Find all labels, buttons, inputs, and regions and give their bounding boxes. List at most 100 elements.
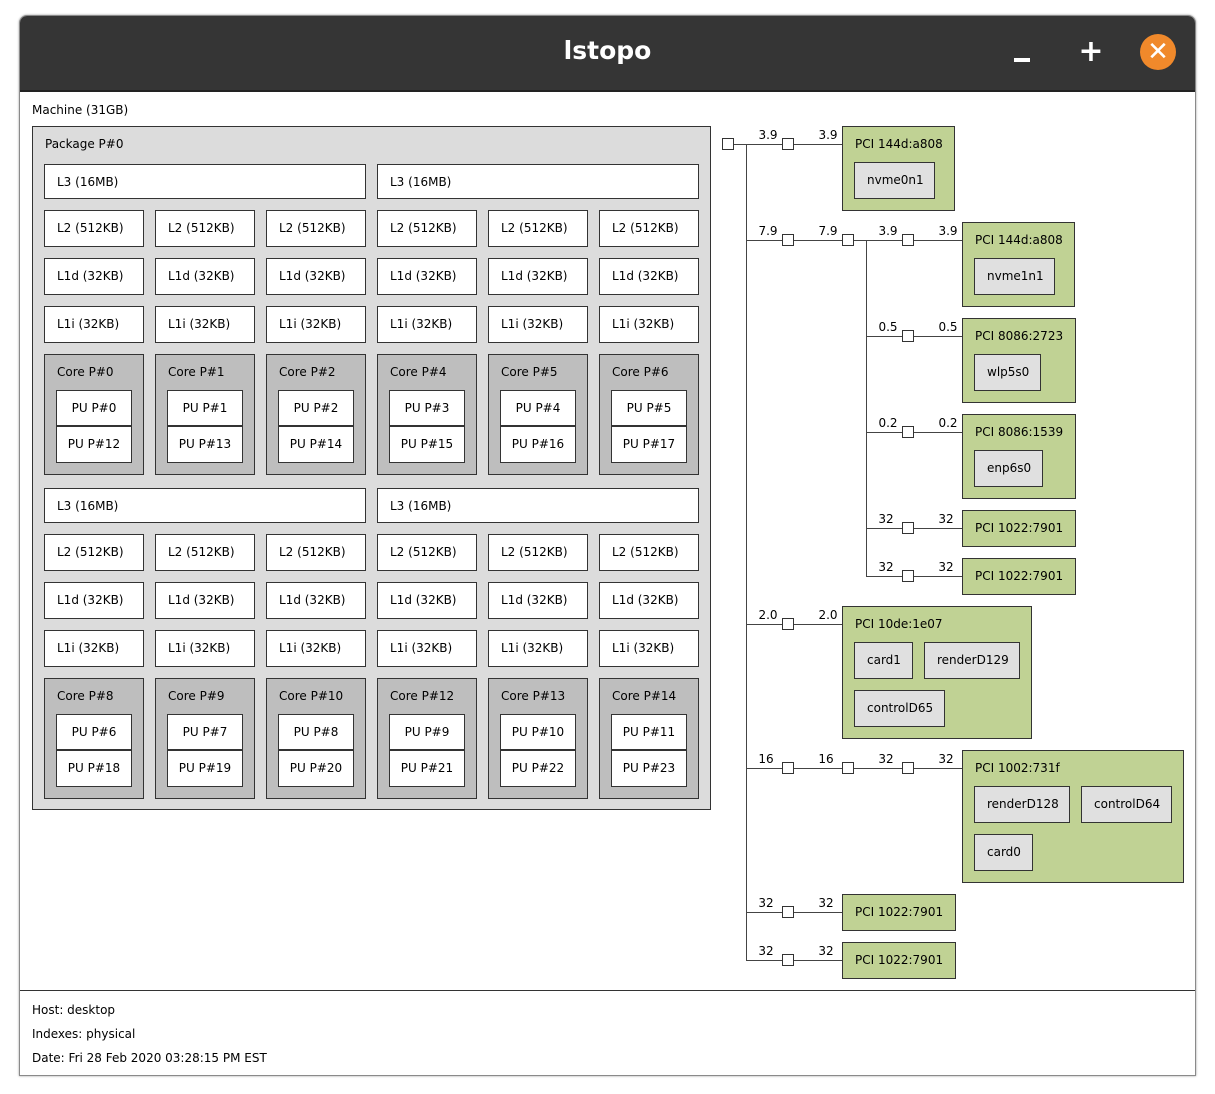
l2-cache[interactable]: L2 (512KB) xyxy=(266,210,366,247)
bridge-port[interactable] xyxy=(902,426,914,438)
pu-box[interactable]: PU P#16 xyxy=(500,426,576,463)
l1i-cache-label: L1i (32KB) xyxy=(390,641,453,655)
os-device[interactable]: controlD64 xyxy=(1081,786,1172,823)
l1i-cache[interactable]: L1i (32KB) xyxy=(155,306,255,343)
zoom-in-button[interactable]: + xyxy=(1078,34,1104,70)
os-device[interactable]: wlp5s0 xyxy=(974,354,1041,391)
pu-box[interactable]: PU P#2 xyxy=(278,390,354,426)
pu-box[interactable]: PU P#9 xyxy=(389,714,465,750)
pu-box[interactable]: PU P#14 xyxy=(278,426,354,463)
pu-box[interactable]: PU P#20 xyxy=(278,750,354,787)
pu-box[interactable]: PU P#13 xyxy=(167,426,243,463)
l1i-cache[interactable]: L1i (32KB) xyxy=(599,630,699,667)
l3-cache[interactable]: L3 (16MB) xyxy=(44,164,366,199)
l1d-cache[interactable]: L1d (32KB) xyxy=(599,582,699,619)
l2-cache[interactable]: L2 (512KB) xyxy=(44,534,144,571)
l1i-cache[interactable]: L1i (32KB) xyxy=(599,306,699,343)
package-box[interactable]: Package P#0 xyxy=(32,126,711,810)
l1i-cache[interactable]: L1i (32KB) xyxy=(377,630,477,667)
l2-cache[interactable]: L2 (512KB) xyxy=(599,534,699,571)
bridge-port[interactable] xyxy=(902,522,914,534)
bridge-port[interactable] xyxy=(842,762,854,774)
pu-box[interactable]: PU P#4 xyxy=(500,390,576,426)
core-box-label: Core P#4 xyxy=(390,365,447,379)
bridge-port[interactable] xyxy=(782,954,794,966)
l1i-cache[interactable]: L1i (32KB) xyxy=(155,630,255,667)
l1d-cache[interactable]: L1d (32KB) xyxy=(488,258,588,295)
pu-box[interactable]: PU P#18 xyxy=(56,750,132,787)
l2-cache[interactable]: L2 (512KB) xyxy=(44,210,144,247)
l2-cache[interactable]: L2 (512KB) xyxy=(155,210,255,247)
l1d-cache[interactable]: L1d (32KB) xyxy=(488,582,588,619)
os-device[interactable]: nvme0n1 xyxy=(854,162,935,199)
pu-box[interactable]: PU P#0 xyxy=(56,390,132,426)
os-device[interactable]: controlD65 xyxy=(854,690,945,727)
pu-box[interactable]: PU P#8 xyxy=(278,714,354,750)
pci-device[interactable]: PCI 1022:7901 xyxy=(842,942,956,979)
bridge-port[interactable] xyxy=(902,234,914,246)
bridge-port[interactable] xyxy=(782,618,794,630)
bridge-port[interactable] xyxy=(902,762,914,774)
pci-device[interactable]: PCI 1022:7901 xyxy=(842,894,956,931)
l2-cache[interactable]: L2 (512KB) xyxy=(488,534,588,571)
l1d-cache[interactable]: L1d (32KB) xyxy=(377,582,477,619)
pu-box[interactable]: PU P#22 xyxy=(500,750,576,787)
l1d-cache[interactable]: L1d (32KB) xyxy=(44,582,144,619)
os-device[interactable]: card1 xyxy=(854,642,913,679)
os-device[interactable]: enp6s0 xyxy=(974,450,1043,487)
l1i-cache[interactable]: L1i (32KB) xyxy=(488,306,588,343)
l1d-cache[interactable]: L1d (32KB) xyxy=(377,258,477,295)
l1d-cache[interactable]: L1d (32KB) xyxy=(155,582,255,619)
pci-device[interactable]: PCI 1022:7901 xyxy=(962,558,1076,595)
pu-box[interactable]: PU P#10 xyxy=(500,714,576,750)
pu-box[interactable]: PU P#5 xyxy=(611,390,687,426)
l3-cache[interactable]: L3 (16MB) xyxy=(44,488,366,523)
l2-cache[interactable]: L2 (512KB) xyxy=(488,210,588,247)
l1d-cache[interactable]: L1d (32KB) xyxy=(599,258,699,295)
pu-box[interactable]: PU P#17 xyxy=(611,426,687,463)
l2-cache[interactable]: L2 (512KB) xyxy=(599,210,699,247)
bridge-port[interactable] xyxy=(782,234,794,246)
os-device[interactable]: card0 xyxy=(974,834,1033,871)
pu-box[interactable]: PU P#15 xyxy=(389,426,465,463)
l1d-cache[interactable]: L1d (32KB) xyxy=(266,582,366,619)
bridge-port[interactable] xyxy=(782,906,794,918)
l2-cache[interactable]: L2 (512KB) xyxy=(377,534,477,571)
bridge-port[interactable] xyxy=(842,234,854,246)
close-button[interactable]: ✕ xyxy=(1140,34,1176,70)
pu-box[interactable]: PU P#7 xyxy=(167,714,243,750)
l1i-cache[interactable]: L1i (32KB) xyxy=(488,630,588,667)
l3-cache[interactable]: L3 (16MB) xyxy=(377,164,699,199)
close-icon: ✕ xyxy=(1147,37,1169,67)
l1i-cache[interactable]: L1i (32KB) xyxy=(377,306,477,343)
l1d-cache[interactable]: L1d (32KB) xyxy=(155,258,255,295)
minimize-button[interactable] xyxy=(1010,46,1034,70)
pu-box[interactable]: PU P#6 xyxy=(56,714,132,750)
l1i-cache[interactable]: L1i (32KB) xyxy=(266,630,366,667)
pu-box[interactable]: PU P#21 xyxy=(389,750,465,787)
pu-box[interactable]: PU P#11 xyxy=(611,714,687,750)
l1i-cache[interactable]: L1i (32KB) xyxy=(44,630,144,667)
l2-cache[interactable]: L2 (512KB) xyxy=(155,534,255,571)
bridge-port[interactable] xyxy=(902,330,914,342)
bridge-port[interactable] xyxy=(902,570,914,582)
pu-box[interactable]: PU P#12 xyxy=(56,426,132,463)
bridge-port[interactable] xyxy=(782,138,794,150)
os-device[interactable]: renderD128 xyxy=(974,786,1070,823)
l1i-cache[interactable]: L1i (32KB) xyxy=(44,306,144,343)
pu-box[interactable]: PU P#23 xyxy=(611,750,687,787)
l2-cache[interactable]: L2 (512KB) xyxy=(266,534,366,571)
os-device[interactable]: renderD129 xyxy=(924,642,1020,679)
pci-device[interactable]: PCI 1022:7901 xyxy=(962,510,1076,547)
l3-cache[interactable]: L3 (16MB) xyxy=(377,488,699,523)
pu-box[interactable]: PU P#19 xyxy=(167,750,243,787)
bridge-port[interactable] xyxy=(722,138,734,150)
l1i-cache[interactable]: L1i (32KB) xyxy=(266,306,366,343)
pu-box[interactable]: PU P#1 xyxy=(167,390,243,426)
l1d-cache[interactable]: L1d (32KB) xyxy=(44,258,144,295)
l1d-cache[interactable]: L1d (32KB) xyxy=(266,258,366,295)
bridge-port[interactable] xyxy=(782,762,794,774)
os-device[interactable]: nvme1n1 xyxy=(974,258,1055,295)
l2-cache[interactable]: L2 (512KB) xyxy=(377,210,477,247)
pu-box[interactable]: PU P#3 xyxy=(389,390,465,426)
